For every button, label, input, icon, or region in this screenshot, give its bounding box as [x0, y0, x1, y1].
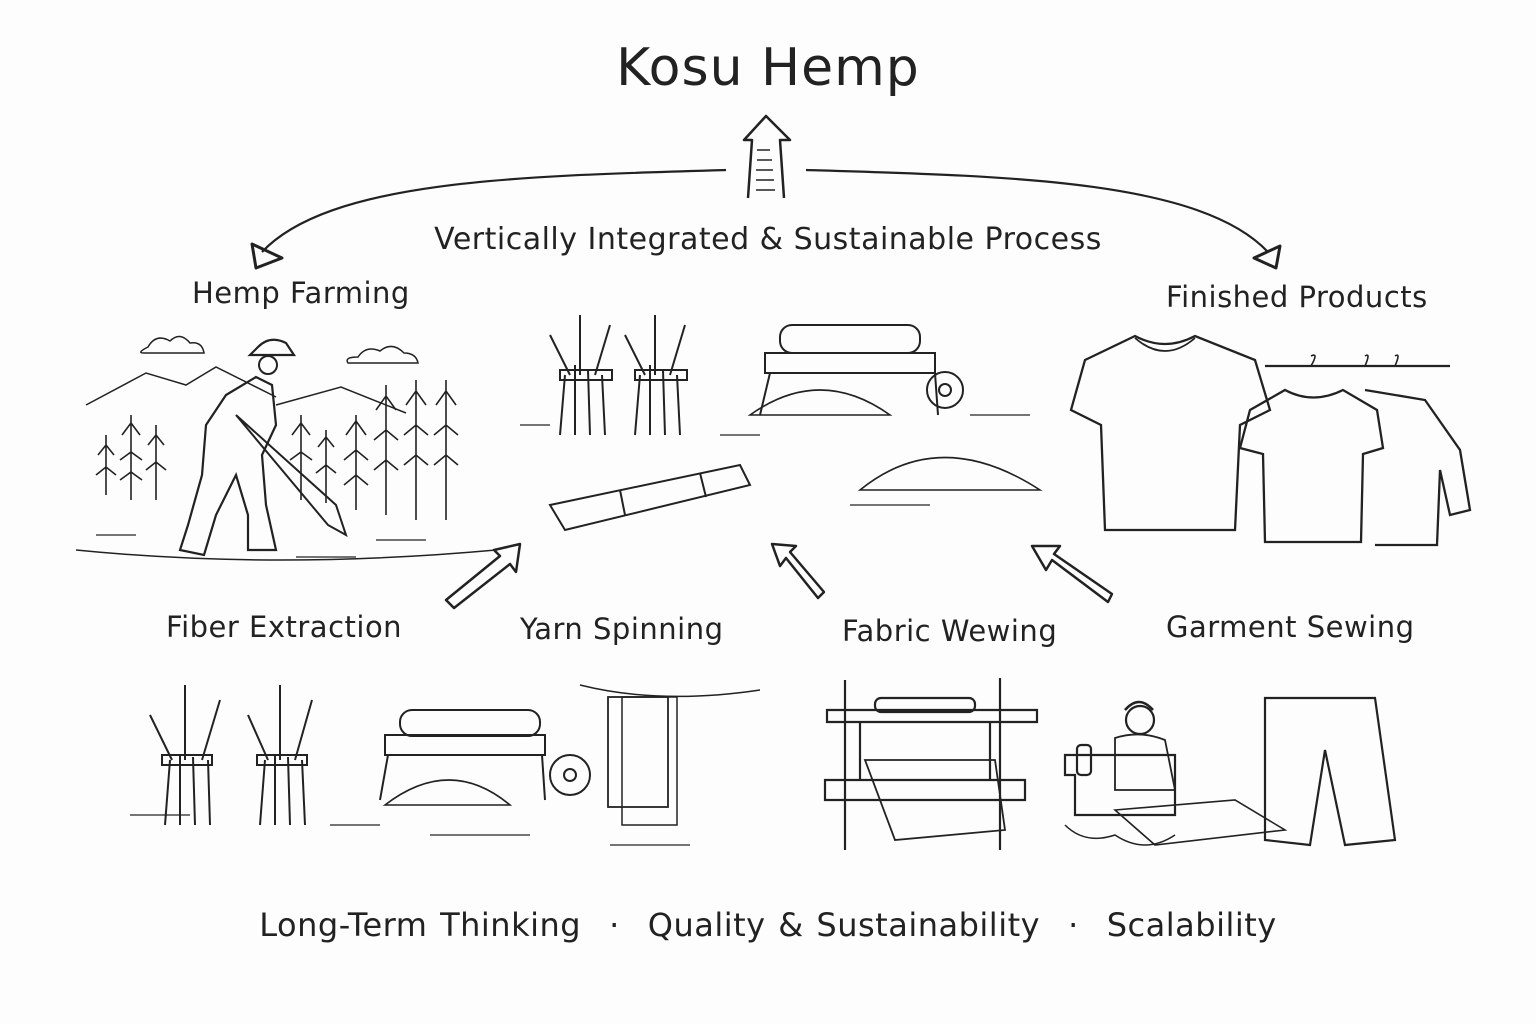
footer-values: Long-Term Thinking · Quality & Sustainabil…: [0, 906, 1536, 944]
step-label-fabric-weaving: Fabric Wewing: [842, 614, 1058, 648]
processing-illustration: [520, 315, 1043, 532]
arrow-up-left-icon: [1030, 544, 1114, 604]
right-curve-arrow: [805, 168, 1269, 253]
label-finished-products: Finished Products: [1166, 280, 1428, 314]
separator-dot: ·: [609, 906, 620, 944]
subtitle: Vertically Integrated & Sustainable Proc…: [434, 222, 1102, 257]
weaving-sewing-illustration: [823, 678, 1397, 850]
label-hemp-farming: Hemp Farming: [192, 276, 410, 310]
footer-item-quality-sustainability: Quality & Sustainability: [647, 906, 1041, 944]
products-illustration: [1069, 334, 1472, 547]
page-title: Kosu Hemp: [616, 38, 920, 98]
extraction-spinning-illustration: [130, 684, 761, 846]
step-label-yarn-spinning: Yarn Spinning: [520, 612, 724, 646]
step-label-garment-sewing: Garment Sewing: [1166, 610, 1415, 644]
step-arrows: [444, 542, 1114, 610]
farming-illustration: [76, 335, 496, 561]
step-label-fiber-extraction: Fiber Extraction: [166, 610, 403, 644]
arrow-up-left-icon: [770, 542, 826, 600]
separator-dot: ·: [1068, 906, 1079, 944]
left-curve-arrow: [261, 168, 727, 253]
footer-item-long-term-thinking: Long-Term Thinking: [259, 906, 582, 944]
arrow-up-right-icon: [444, 542, 522, 610]
up-arrow-icon: [742, 114, 792, 199]
footer-item-scalability: Scalability: [1106, 906, 1277, 944]
